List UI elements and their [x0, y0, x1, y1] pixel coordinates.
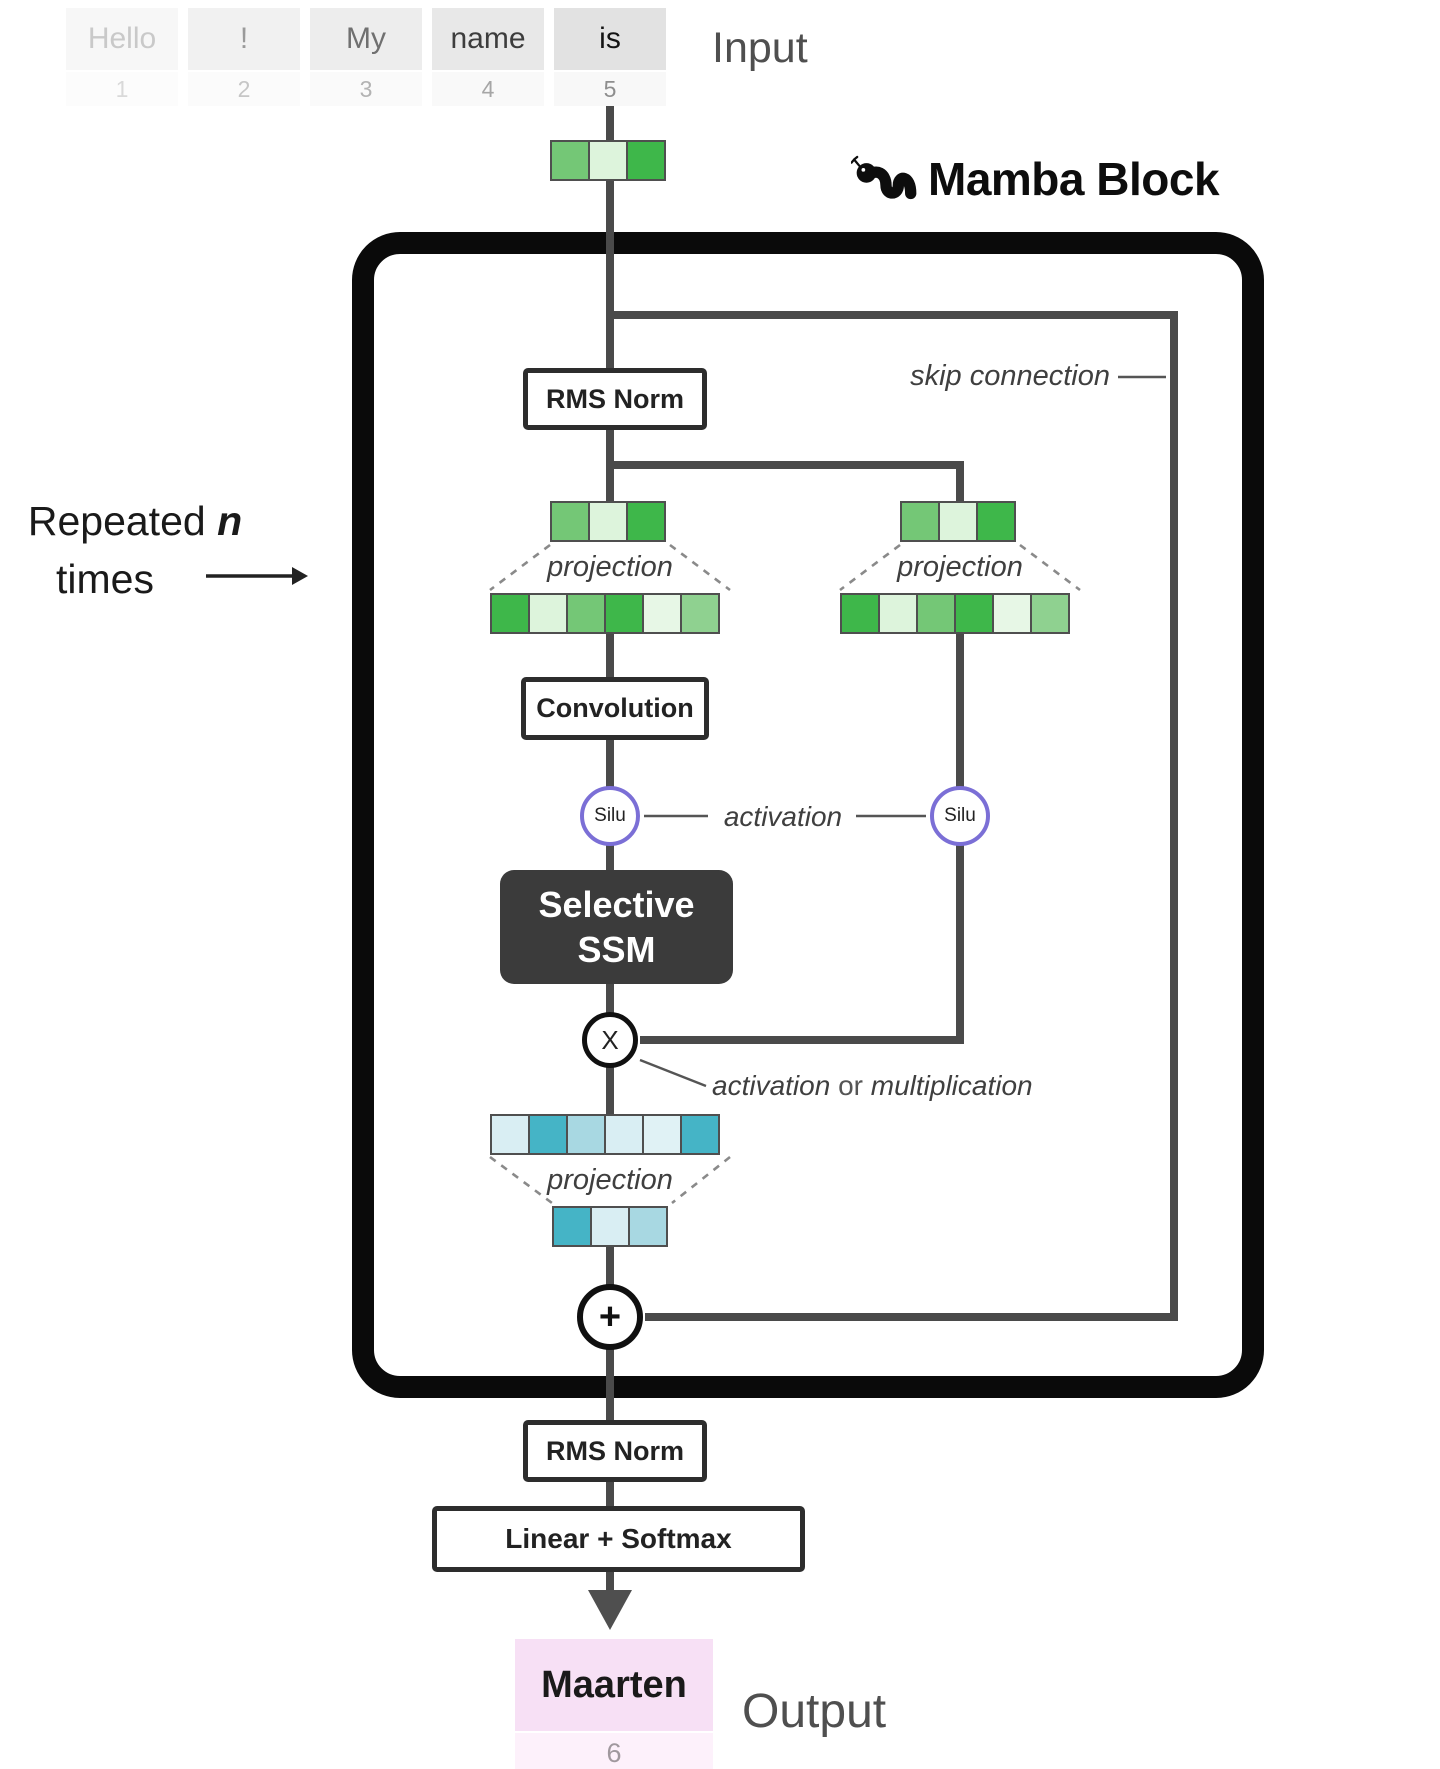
vector-cell [528, 593, 568, 634]
vector-cell [588, 140, 628, 181]
vector-cell [642, 1114, 682, 1155]
linear-softmax-box: Linear + Softmax [432, 1506, 805, 1572]
vector-cell [840, 593, 880, 634]
mamba-block-outline [352, 232, 1264, 1398]
token-position-5: 5 [554, 72, 666, 106]
left-projected-vector [490, 593, 720, 634]
vector-cell [590, 1206, 630, 1247]
right-branch-vector [900, 501, 1016, 542]
activation-label: activation [723, 801, 843, 832]
token-position-4: 4 [432, 72, 544, 106]
vector-cell [550, 501, 590, 542]
down-arrow-icon [588, 1590, 632, 1630]
vector-cell [642, 593, 682, 634]
vector-cell [604, 1114, 644, 1155]
input-token-name: name [432, 8, 544, 70]
multiply-operator: X [582, 1012, 638, 1068]
n-variable: n [217, 498, 243, 544]
vector-cell [992, 593, 1032, 634]
vector-cell [588, 501, 628, 542]
vector-cell [938, 501, 978, 542]
silu-activation-left: Silu [580, 786, 640, 846]
input-token-my: My [310, 8, 422, 70]
token-position-2: 2 [188, 72, 300, 106]
vector-cell [628, 1206, 668, 1247]
selective-ssm-box: Selective SSM [500, 870, 733, 984]
left-branch-vector [550, 501, 666, 542]
repeated-n-label-line1: Repeated n [27, 498, 243, 544]
projection-label-left: projection [547, 551, 673, 583]
rms-norm-box-top: RMS Norm [523, 368, 707, 430]
input-label: Input [712, 24, 808, 72]
vector-cell [680, 593, 720, 634]
output-wide-vector [490, 1114, 720, 1155]
vector-cell [976, 501, 1016, 542]
silu-activation-right: Silu [930, 786, 990, 846]
output-projected-vector [552, 1206, 668, 1247]
vector-cell [626, 140, 666, 181]
input-token-exclaim: ! [188, 8, 300, 70]
output-token-maarten: Maarten [515, 1639, 713, 1731]
vector-cell [900, 501, 940, 542]
vector-cell [550, 140, 590, 181]
projection-label-bottom: projection [547, 1164, 673, 1196]
output-position-6: 6 [515, 1733, 713, 1769]
embedding-vector [550, 140, 666, 181]
selective-ssm-line2: SSM [577, 929, 656, 970]
mamba-block-title: Mamba Block [928, 153, 1220, 205]
vector-cell [552, 1206, 592, 1247]
activation-or-multiplication-label: activation or multiplication [712, 1070, 1033, 1101]
add-operator: + [577, 1284, 643, 1350]
vector-cell [490, 1114, 530, 1155]
vector-cell [490, 593, 530, 634]
token-position-3: 3 [310, 72, 422, 106]
vector-cell [566, 1114, 606, 1155]
vector-cell [626, 501, 666, 542]
input-token-hello: Hello [66, 8, 178, 70]
right-arrow-icon [292, 567, 308, 585]
input-token-is: is [554, 8, 666, 70]
repeated-n-label-line2: times [56, 556, 154, 602]
vector-cell [916, 593, 956, 634]
skip-connection-label: skip connection [910, 360, 1110, 392]
selective-ssm-line1: Selective [538, 884, 695, 925]
vector-cell [1030, 593, 1070, 634]
vector-cell [566, 593, 606, 634]
vector-cell [878, 593, 918, 634]
token-position-1: 1 [66, 72, 178, 106]
vector-cell [528, 1114, 568, 1155]
rms-norm-box-bottom: RMS Norm [523, 1420, 707, 1482]
convolution-box: Convolution [521, 677, 709, 740]
output-label: Output [742, 1685, 887, 1738]
right-projected-vector [840, 593, 1070, 634]
vector-cell [680, 1114, 720, 1155]
mamba-snake-icon [851, 155, 917, 200]
vector-cell [954, 593, 994, 634]
projection-label-right: projection [897, 551, 1023, 583]
vector-cell [604, 593, 644, 634]
